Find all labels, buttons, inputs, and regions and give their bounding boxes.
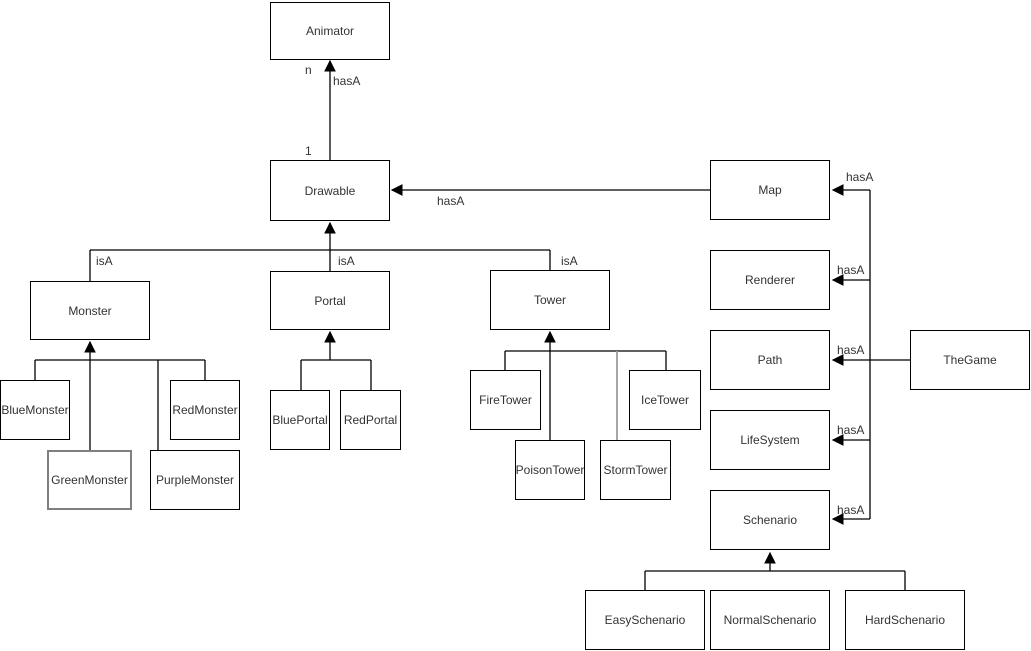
class-label-firetower: FireTower bbox=[479, 393, 532, 407]
class-box-greenmonster: GreenMonster bbox=[47, 450, 132, 510]
class-box-stormtower: StormTower bbox=[600, 440, 671, 500]
class-box-renderer: Renderer bbox=[710, 250, 830, 310]
class-box-icetower: IceTower bbox=[629, 370, 701, 430]
class-label-poisontower: PoisonTower bbox=[515, 463, 585, 477]
class-box-portal: Portal bbox=[270, 271, 390, 330]
class-box-bluemonster: BlueMonster bbox=[0, 380, 70, 440]
class-label-renderer: Renderer bbox=[744, 273, 796, 287]
class-label-thegame: TheGame bbox=[943, 353, 997, 367]
class-label-normalschenario: NormalSchenario bbox=[723, 613, 817, 627]
class-box-path: Path bbox=[710, 330, 830, 390]
edge-label-portal-isa: isA bbox=[338, 254, 355, 268]
edge-tower-children bbox=[504, 330, 667, 440]
class-box-monster: Monster bbox=[30, 281, 150, 340]
edge-label-map-drawable: hasA bbox=[437, 194, 465, 208]
multiplicity-1-label: 1 bbox=[305, 144, 312, 158]
class-label-schenario: Schenario bbox=[742, 513, 798, 527]
class-box-blueportal: BluePortal bbox=[270, 390, 330, 450]
class-box-easyschenario: EasySchenario bbox=[585, 590, 705, 650]
class-box-normalschenario: NormalSchenario bbox=[710, 590, 830, 650]
class-label-drawable: Drawable bbox=[304, 183, 356, 198]
edge-label-drawable-animator: hasA bbox=[333, 74, 361, 88]
class-box-firetower: FireTower bbox=[470, 370, 541, 430]
class-box-map: Map bbox=[710, 160, 830, 220]
class-label-path: Path bbox=[757, 353, 783, 367]
edge-label-thegame-renderer: hasA bbox=[837, 263, 865, 277]
class-label-redportal: RedPortal bbox=[343, 413, 398, 427]
class-box-purplemonster: PurpleMonster bbox=[150, 450, 240, 510]
class-label-map: Map bbox=[758, 183, 782, 197]
class-label-icetower: IceTower bbox=[640, 393, 690, 407]
class-label-bluemonster: BlueMonster bbox=[1, 403, 69, 417]
edge-thegame-trunk bbox=[831, 184, 910, 525]
edge-label-tower-isa: isA bbox=[561, 254, 578, 268]
class-box-animator: Animator bbox=[270, 2, 390, 60]
edge-label-thegame-map: hasA bbox=[846, 170, 874, 184]
class-box-thegame: TheGame bbox=[910, 330, 1030, 390]
class-box-hardschenario: HardSchenario bbox=[845, 590, 965, 650]
class-box-redportal: RedPortal bbox=[340, 390, 401, 450]
class-label-purplemonster: PurpleMonster bbox=[155, 473, 235, 487]
class-box-lifesystem: LifeSystem bbox=[710, 410, 830, 470]
edge-label-thegame-schenario: hasA bbox=[837, 503, 865, 517]
multiplicity-n-label: n bbox=[305, 63, 312, 77]
class-box-tower: Tower bbox=[490, 270, 610, 330]
class-box-redmonster: RedMonster bbox=[170, 380, 240, 440]
class-label-portal: Portal bbox=[314, 293, 346, 308]
edge-label-thegame-lifesystem: hasA bbox=[837, 423, 865, 437]
edge-label-thegame-path: hasA bbox=[837, 343, 865, 357]
class-label-monster: Monster bbox=[68, 303, 112, 318]
class-label-redmonster: RedMonster bbox=[172, 403, 238, 417]
class-label-greenmonster: GreenMonster bbox=[51, 473, 128, 487]
class-box-poisontower: PoisonTower bbox=[515, 440, 585, 500]
class-label-blueportal: BluePortal bbox=[272, 413, 328, 427]
class-label-animator: Animator bbox=[305, 24, 355, 38]
class-label-stormtower: StormTower bbox=[603, 463, 668, 477]
class-label-tower: Tower bbox=[533, 293, 566, 307]
edge-isa-tree bbox=[89, 221, 551, 281]
class-label-easyschenario: EasySchenario bbox=[604, 613, 686, 627]
edge-schenario-children bbox=[644, 551, 906, 590]
class-box-schenario: Schenario bbox=[710, 490, 830, 550]
class-label-lifesystem: LifeSystem bbox=[740, 433, 800, 447]
class-box-drawable: Drawable bbox=[270, 160, 390, 221]
edge-portal-children bbox=[300, 330, 372, 390]
edge-label-monster-isa: isA bbox=[96, 254, 113, 268]
edge-monster-children bbox=[34, 340, 206, 450]
class-label-hardschenario: HardSchenario bbox=[864, 613, 946, 627]
